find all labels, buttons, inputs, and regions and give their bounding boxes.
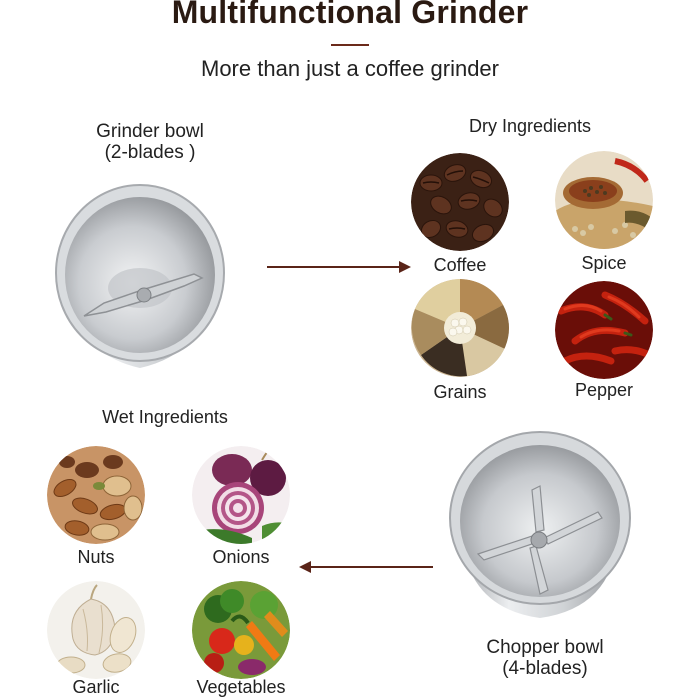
chopper-bowl-image — [449, 431, 631, 618]
coffee-label: Coffee — [433, 255, 487, 275]
chopper-bowl-label: Chopper bowl (4-blades) — [455, 637, 635, 679]
onions-label: Onions — [212, 547, 270, 567]
garlic-label: Garlic — [72, 677, 120, 697]
vegetables-label: Vegetables — [196, 677, 286, 697]
dry-ingredients-heading: Dry Ingredients — [468, 116, 592, 136]
vegetables-image — [192, 581, 290, 679]
spice-image — [555, 151, 653, 249]
title-divider — [331, 44, 369, 46]
page-title: Multifunctional Grinder — [171, 0, 529, 30]
nuts-label: Nuts — [77, 547, 115, 567]
arrow-left-icon — [299, 561, 433, 573]
wet-ingredients-heading: Wet Ingredients — [102, 407, 228, 427]
coffee-image — [411, 153, 509, 251]
chopper-bowl-label-line1: Chopper bowl — [486, 637, 604, 658]
garlic-image — [47, 581, 145, 679]
grinder-bowl-image — [55, 184, 225, 368]
grains-image — [411, 279, 509, 377]
chopper-bowl-label-line2: (4-blades) — [502, 658, 588, 679]
page-subtitle: More than just a coffee grinder — [201, 56, 499, 81]
onions-image — [192, 446, 290, 544]
arrow-right-icon — [267, 261, 411, 273]
grinder-bowl-label-line2: (2-blades ) — [104, 142, 196, 163]
grains-label: Grains — [433, 382, 487, 402]
pepper-image — [555, 281, 653, 379]
grinder-bowl-label-line1: Grinder bowl — [96, 121, 204, 142]
pepper-label: Pepper — [574, 380, 634, 400]
grinder-bowl-label: Grinder bowl (2-blades ) — [60, 121, 240, 163]
nuts-image — [47, 446, 145, 544]
spice-label: Spice — [581, 253, 627, 273]
